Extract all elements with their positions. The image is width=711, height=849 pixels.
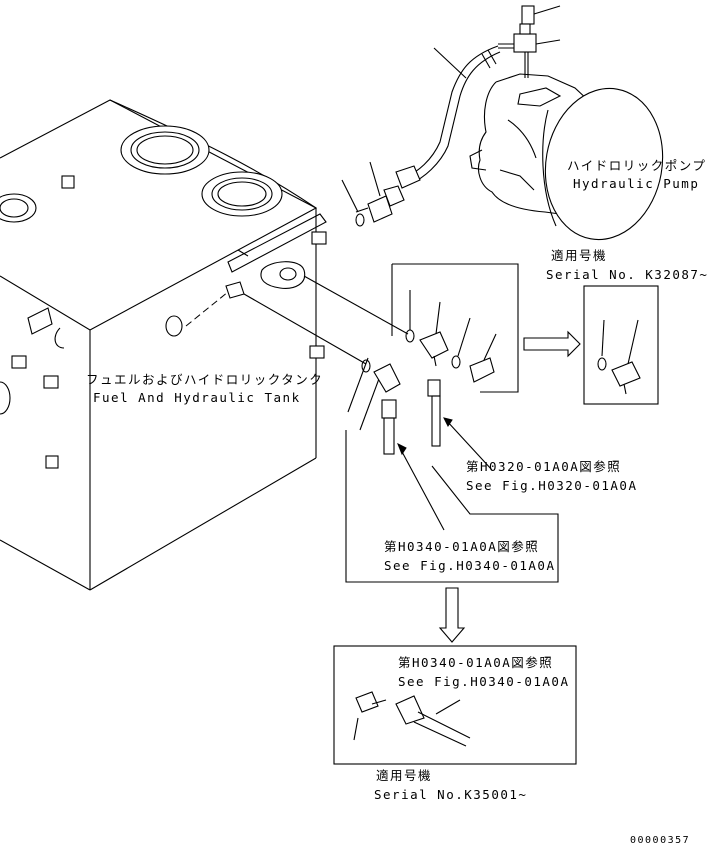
- connection-lines: [243, 275, 409, 431]
- serial-box-1-label-en: Serial No. K32087~: [546, 267, 708, 282]
- serial-box-1-label-jp: 適用号機: [551, 248, 607, 263]
- ref-h0340-lower-jp: 第H0340-01A0A図参照: [398, 655, 553, 670]
- hydraulic-pump: [469, 5, 664, 241]
- pump-label-en: Hydraulic Pump: [573, 176, 699, 191]
- kit-box-new: [583, 285, 659, 405]
- ref-h0320-jp: 第H0320-01A0A図参照: [466, 459, 621, 474]
- tank-label-en: Fuel And Hydraulic Tank: [93, 390, 301, 405]
- ref-h0340-en: See Fig.H0340-01A0A: [384, 558, 556, 573]
- serial-box-2-label-jp: 適用号機: [376, 768, 432, 783]
- drawing-number: 00000357: [630, 835, 690, 846]
- serial-box-2-label-en: Serial No.K35001~: [374, 787, 527, 802]
- fuel-hydraulic-tank: [0, 99, 327, 591]
- suction-hose: [341, 45, 501, 227]
- tank-label-jp: フュエルおよびハイドロリックタンク: [86, 372, 323, 387]
- return-line-group: [345, 359, 559, 583]
- ref-h0320-en: See Fig.H0320-01A0A: [466, 478, 638, 493]
- replacement-arrow-right: [523, 330, 581, 358]
- pump-label-jp: ハイドロリックポンプ: [567, 158, 706, 173]
- kit-box-lower: [333, 645, 577, 765]
- kit-box-original: [391, 263, 519, 471]
- ref-h0340-jp: 第H0340-01A0A図参照: [384, 539, 539, 554]
- replacement-arrow-down: [438, 587, 466, 643]
- ref-h0340-lower-en: See Fig.H0340-01A0A: [398, 674, 570, 689]
